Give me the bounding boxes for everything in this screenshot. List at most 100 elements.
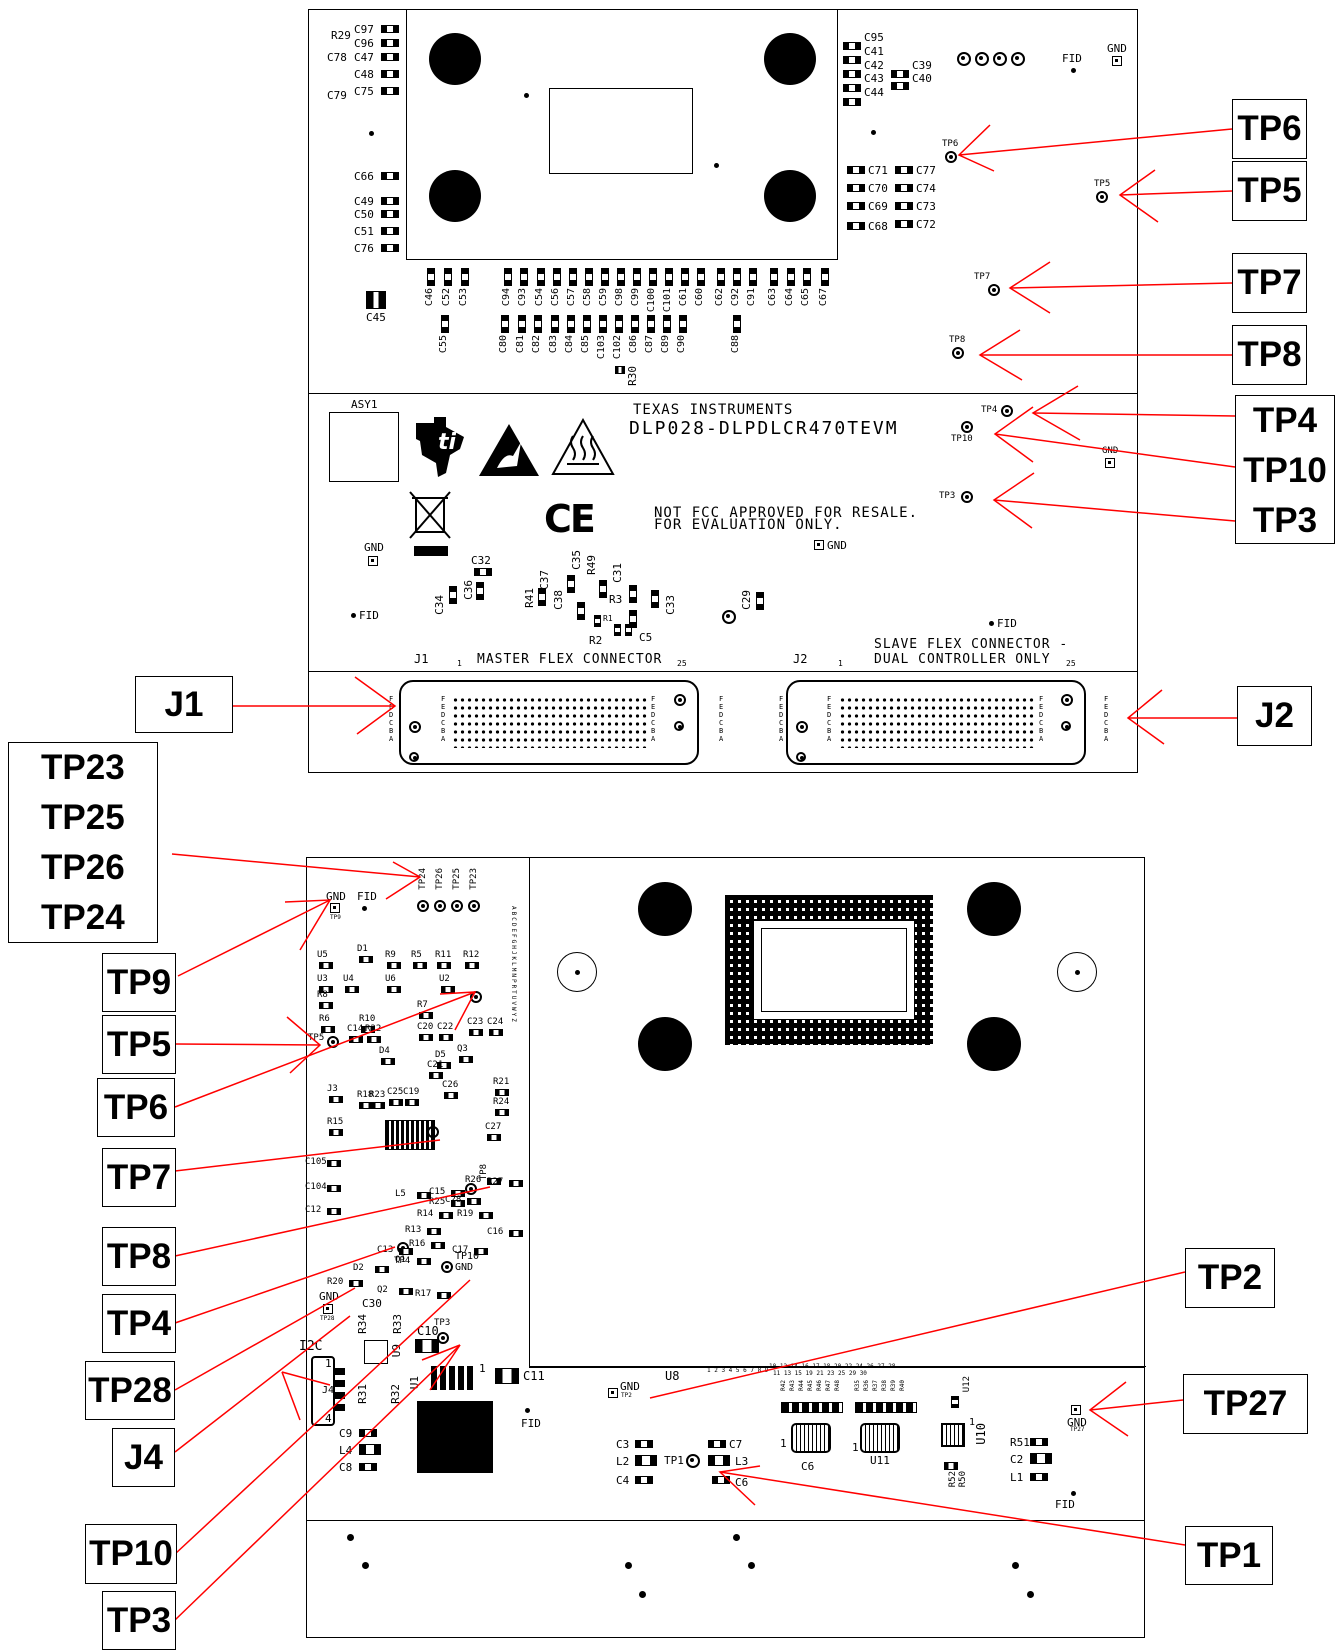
cap-label: C47	[354, 51, 374, 64]
callout-j4: J4	[112, 1428, 175, 1487]
part-pad	[439, 1212, 453, 1219]
callout-tp9: TP9	[102, 953, 176, 1012]
cap-label: C101	[662, 288, 673, 313]
row-letter: C	[779, 719, 784, 727]
row-letter: C	[1039, 719, 1044, 727]
dmd-pad-window	[753, 920, 915, 1020]
cap-label: C39	[912, 59, 932, 72]
part-pad	[431, 1242, 445, 1249]
part-pad	[459, 1056, 473, 1063]
fid-label: FID	[521, 1417, 541, 1430]
capacitor	[647, 315, 655, 333]
tp1-point[interactable]	[686, 1454, 700, 1468]
part-pad	[487, 1134, 501, 1141]
asy-label: ASY1	[351, 398, 378, 411]
tp7-point[interactable]	[988, 284, 1000, 296]
mount-hole	[638, 1017, 692, 1071]
part-label: C24	[487, 1017, 504, 1027]
cap-label: C78	[327, 51, 347, 64]
cap-label: C89	[660, 335, 671, 354]
dmd-pad-inner	[761, 928, 907, 1012]
c11-cap	[495, 1368, 519, 1384]
part-pad	[381, 1058, 395, 1065]
callout-tp7-bot: TP7	[102, 1148, 176, 1207]
capacitor	[895, 166, 913, 174]
tp5-point[interactable]	[1096, 191, 1108, 203]
part-label: R23	[369, 1090, 386, 1100]
mount-hole	[429, 170, 481, 222]
cap-label: C43	[864, 72, 884, 85]
gnd-label: GND	[326, 890, 346, 903]
cap-label: C93	[517, 288, 528, 307]
tp10-point[interactable]	[441, 1261, 453, 1273]
part-label: C31	[611, 563, 624, 583]
res-pad-row	[781, 1402, 843, 1413]
pin-row1: 1 2 3 4 5 6 7 8 9	[707, 1367, 769, 1374]
pin-first: 1	[457, 659, 462, 668]
tp5-point[interactable]	[327, 1036, 339, 1048]
capacitor	[381, 172, 399, 180]
capacitor	[518, 315, 526, 333]
j2-connector[interactable]	[786, 680, 1086, 765]
tp6-point[interactable]	[945, 151, 957, 163]
part-label: R8	[317, 990, 328, 1000]
row-letter: B	[1039, 727, 1044, 735]
fiducial	[575, 970, 580, 975]
cap-label: C51	[354, 225, 374, 238]
j2-mount	[1061, 694, 1073, 706]
part-pad	[329, 1129, 343, 1136]
j2-title-line1: SLAVE FLEX CONNECTOR -	[874, 637, 1069, 652]
r33-label: R33	[391, 1314, 404, 1334]
capacitor	[599, 315, 607, 333]
tp3-point[interactable]	[961, 491, 973, 503]
r52-label: U12	[962, 1376, 972, 1393]
capacitor	[651, 590, 659, 608]
tp10-point[interactable]	[961, 421, 973, 433]
pin-row2b: 11 13 15 19 21 23 25 29 30	[773, 1370, 867, 1377]
capacitor	[803, 268, 811, 286]
tp4-point[interactable]	[1001, 405, 1013, 417]
part-label: U6	[385, 974, 396, 984]
cap-label: C87	[644, 335, 655, 354]
capacitor	[847, 184, 865, 192]
capacitor	[567, 575, 575, 593]
callout-tp8-bot: TP8	[102, 1227, 176, 1286]
mount-dot	[639, 1591, 646, 1598]
tp6-point[interactable]	[470, 991, 482, 1003]
c3-label: C3	[616, 1438, 630, 1451]
cap-label: C46	[424, 288, 435, 307]
cap-label: C65	[800, 288, 811, 307]
u12-label: U10	[974, 1423, 988, 1445]
cap-label: C74	[916, 182, 936, 195]
fiducial	[362, 906, 367, 911]
part-label: R5	[411, 950, 422, 960]
capacitor	[843, 84, 861, 92]
part-pad	[419, 1034, 433, 1041]
cap-label: C55	[438, 335, 449, 354]
u1-label: U1	[408, 1376, 421, 1390]
tp7-point[interactable]	[427, 1126, 439, 1138]
j2-title-line2: DUAL CONTROLLER ONLY	[874, 652, 1051, 667]
cap-label: C81	[515, 335, 526, 354]
cap-label: C96	[354, 37, 374, 50]
part-pad	[444, 1092, 458, 1099]
weee-bin-icon	[406, 488, 454, 562]
row-letter: F	[441, 695, 446, 703]
j1-title: MASTER FLEX CONNECTOR	[477, 652, 663, 667]
fiducial	[871, 130, 876, 135]
part-pad	[387, 962, 401, 969]
tp8-point[interactable]	[952, 347, 964, 359]
capacitor	[847, 166, 865, 174]
part-label: R24	[493, 1097, 510, 1107]
asy-box	[329, 412, 399, 482]
capacitor	[843, 70, 861, 78]
callout-tp28: TP28	[85, 1361, 175, 1420]
pin-last: 25	[1066, 659, 1076, 668]
cap-label: C77	[916, 164, 936, 177]
res-label: R40	[899, 1380, 906, 1391]
top-board: R29 C97 C96 C78 C47 C48 C79 C75 C66 C49 …	[308, 9, 1138, 773]
j1-connector[interactable]	[399, 680, 699, 765]
capacitor	[381, 197, 399, 205]
dmd-window	[549, 88, 693, 174]
c30-label: C30	[362, 1297, 382, 1310]
